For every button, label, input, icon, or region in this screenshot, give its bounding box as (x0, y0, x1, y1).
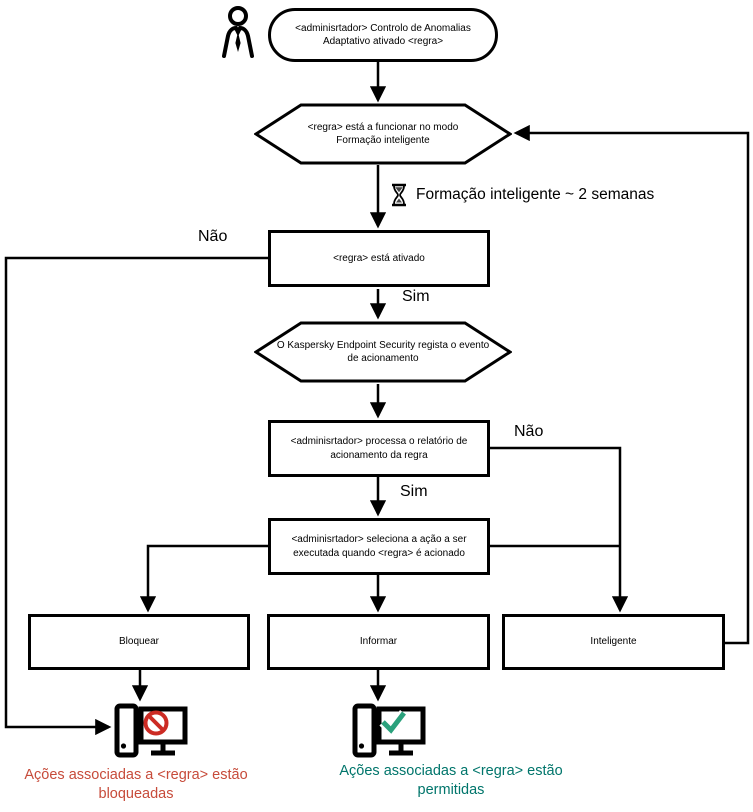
training-duration-note: Formação inteligente ~ 2 semanas (416, 186, 655, 203)
outcome-blocked-line1: Ações associadas a <regra> estão (24, 767, 248, 783)
edge-label-no-2: Não (514, 423, 544, 440)
node-action-smart: Inteligente (502, 614, 725, 670)
node-action-block-label: Bloquear (118, 636, 160, 648)
hourglass-icon (390, 183, 408, 212)
node-training-mode-label: <regra> está a funcionar no modo Formaçã… (307, 121, 459, 147)
computer-allowed-icon (351, 702, 429, 769)
outcome-blocked-text: Ações associadas a <regra> estão bloquea… (8, 766, 264, 804)
outcome-allowed-line1: Ações associadas a <regra> estão (339, 763, 563, 779)
connector-select-to-block (139, 544, 268, 613)
prohibition-icon (143, 710, 169, 736)
node-start-label: <adminisrtador> Controlo de Anomalias Ad… (295, 22, 471, 48)
node-action-inform: Informar (267, 614, 490, 670)
node-training-mode: <regra> está a funcionar no modo Formaçã… (254, 103, 512, 165)
node-event-logged: O Kaspersky Endpoint Security regista o … (254, 321, 512, 383)
edge-label-no-1: Não (198, 228, 228, 245)
outcome-blocked-line2: bloqueadas (98, 786, 174, 803)
connector-rule-enabled-no-to-blocked-pc (4, 256, 268, 736)
node-action-inform-label: Informar (359, 636, 398, 648)
node-rule-enabled-label: <regra> está ativado (333, 252, 425, 264)
computer-blocked-icon (113, 702, 191, 769)
person-icon (220, 5, 256, 64)
edge-label-yes-1: Sim (402, 288, 430, 305)
node-process-report-label: <adminisrtador> processa o relatório de … (290, 436, 468, 461)
checkmark-icon (379, 709, 408, 738)
edge-label-yes-2: Sim (400, 483, 428, 500)
node-rule-enabled: <regra> está ativado (268, 230, 490, 287)
node-process-report: <adminisrtador> processa o relatório de … (268, 420, 490, 477)
node-start: <adminisrtador> Controlo de Anomalias Ad… (268, 8, 498, 62)
node-action-smart-label: Inteligente (590, 636, 637, 648)
connector-report-no-to-smart (490, 446, 629, 613)
node-select-action-label: <adminisrtador> seleciona a ação a ser e… (291, 534, 467, 559)
connector-smart-feedback-to-training (513, 124, 750, 645)
node-select-action: <adminisrtador> seleciona a ação a ser e… (268, 518, 490, 575)
node-event-logged-label: O Kaspersky Endpoint Security regista o … (276, 339, 490, 365)
outcome-allowed-text: Ações associadas a <regra> estão permiti… (320, 762, 582, 800)
outcome-allowed-line2: permitidas (417, 782, 485, 799)
node-action-block: Bloquear (28, 614, 250, 670)
